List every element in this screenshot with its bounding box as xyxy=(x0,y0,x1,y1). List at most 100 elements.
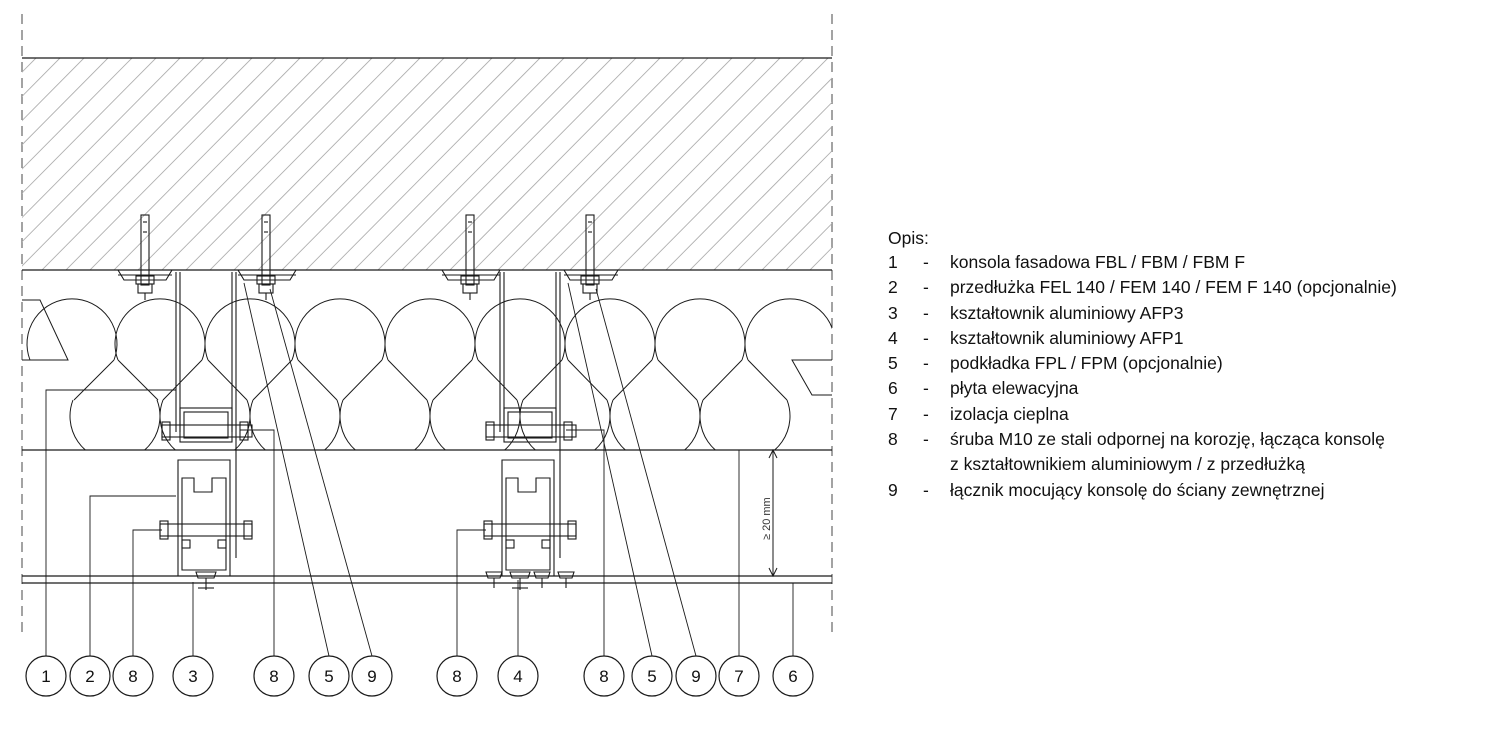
legend-text: izolacja cieplna xyxy=(950,403,1069,424)
leader-line xyxy=(45,389,176,656)
callout-circle xyxy=(308,655,350,697)
leader-line xyxy=(243,282,330,657)
callout-5: 5 xyxy=(631,655,673,697)
hatch-line xyxy=(22,58,229,267)
hatch-line xyxy=(401,58,613,270)
dimension-line xyxy=(768,448,778,578)
callout-circle xyxy=(172,655,214,697)
legend-dash: - xyxy=(923,353,929,374)
callout-number: 9 xyxy=(367,667,376,686)
wall-anchor xyxy=(135,214,155,300)
callout-2: 2 xyxy=(69,655,111,697)
legend-number: 4 xyxy=(888,327,898,348)
legend-dash: - xyxy=(923,479,929,500)
anchor-shaft xyxy=(261,214,271,286)
insulation-fibre xyxy=(339,399,431,450)
legend-text: kształtownik aluminiowy AFP3 xyxy=(950,302,1184,323)
hatch-line xyxy=(593,58,805,270)
insulation-fibre xyxy=(432,359,473,401)
hatch-line xyxy=(161,58,373,270)
insulation-fibre xyxy=(207,359,248,401)
legend: Opis: 1 - konsola fasadowa FBL / FBM / F… xyxy=(888,226,1397,503)
hatch-line xyxy=(617,58,829,270)
callout-number: 8 xyxy=(269,667,278,686)
insulation-fibre xyxy=(384,298,476,361)
hatch-line xyxy=(353,58,565,270)
leader-lines xyxy=(45,282,794,657)
bolt-m10 xyxy=(483,523,577,537)
legend-text: kształtownik aluminiowy AFP1 xyxy=(950,327,1184,348)
leader-line xyxy=(240,429,275,656)
hatch-line xyxy=(41,58,253,270)
callout-7: 7 xyxy=(718,655,760,697)
legend-text: płyta elewacyjna xyxy=(950,378,1079,399)
hatch-line xyxy=(257,58,469,270)
lower-profile-inner xyxy=(181,477,227,571)
legend-text: podkładka FPL / FPM (opcjonalnie) xyxy=(950,353,1223,374)
insulation-fibre xyxy=(204,298,296,361)
wall-anchor xyxy=(460,214,480,300)
callout-circle xyxy=(772,655,814,697)
anchor-shaft xyxy=(140,214,150,286)
bolt-nut xyxy=(239,421,249,441)
leader-line xyxy=(132,529,162,656)
callout-circle xyxy=(675,655,717,697)
legend-text: śruba M10 ze stali odpornej na korozję, … xyxy=(950,429,1385,450)
hatch-line xyxy=(545,58,757,270)
hatch-line xyxy=(137,58,349,270)
legend-text: łącznik mocujący konsolę do ściany zewnę… xyxy=(950,479,1325,500)
insulation-fibre xyxy=(73,359,115,401)
leader-line xyxy=(456,529,486,656)
facade-panel xyxy=(22,575,832,584)
anchor-shaft xyxy=(465,214,475,286)
legend-number: 7 xyxy=(888,403,898,424)
hatch-line xyxy=(89,58,301,270)
callout-circle xyxy=(436,655,478,697)
legend-dash: - xyxy=(923,302,929,323)
insulation-fibre xyxy=(429,399,521,450)
legend-number: 2 xyxy=(888,277,898,298)
callout-number: 5 xyxy=(647,667,656,686)
legend-item: 3 - kształtownik aluminiowy AFP3 xyxy=(888,301,1397,326)
legend-item: 7 - izolacja cieplna xyxy=(888,402,1397,427)
insulation-fibre xyxy=(387,359,428,401)
hatch-line xyxy=(689,126,832,270)
hatch-line xyxy=(377,58,589,270)
insulation-fibre xyxy=(612,359,653,401)
insulation-fibre xyxy=(249,399,341,450)
legend-number: 8 xyxy=(888,429,898,450)
wall-anchor xyxy=(256,214,276,300)
callout-9: 9 xyxy=(675,655,717,697)
callout-circle xyxy=(583,655,625,697)
panel-rivet-head xyxy=(533,571,551,579)
lower-profile xyxy=(177,459,231,577)
hatch-line xyxy=(185,58,397,270)
legend-number: 3 xyxy=(888,302,898,323)
callout-circle xyxy=(25,655,67,697)
hatch-line xyxy=(281,58,493,270)
anchor-shaft xyxy=(585,214,595,286)
insulation-fibre xyxy=(477,359,518,401)
hatch-line xyxy=(497,58,709,270)
insulation-fibre xyxy=(252,359,293,401)
insulation-fibre xyxy=(747,359,788,401)
callout-number: 4 xyxy=(513,667,522,686)
callout-circle xyxy=(351,655,393,697)
hatch-line xyxy=(22,58,205,243)
callout-number: 8 xyxy=(128,667,137,686)
hatch-line xyxy=(665,101,832,270)
hatch-line xyxy=(641,77,832,270)
hatch-line xyxy=(233,58,445,270)
legend-dash: - xyxy=(923,327,929,348)
hatch-line xyxy=(425,58,637,270)
callout-circle xyxy=(253,655,295,697)
leader-line xyxy=(567,282,653,657)
panel-rivet-head xyxy=(485,571,503,579)
callout-8: 8 xyxy=(112,655,154,697)
profile-lip xyxy=(181,539,191,549)
insulation-fibre xyxy=(474,298,566,361)
hatch-line xyxy=(22,58,85,122)
profile-lip xyxy=(505,539,515,549)
insulation-fibre xyxy=(294,298,386,361)
legend-item: 9 - łącznik mocujący konsolę do ściany z… xyxy=(888,478,1397,503)
